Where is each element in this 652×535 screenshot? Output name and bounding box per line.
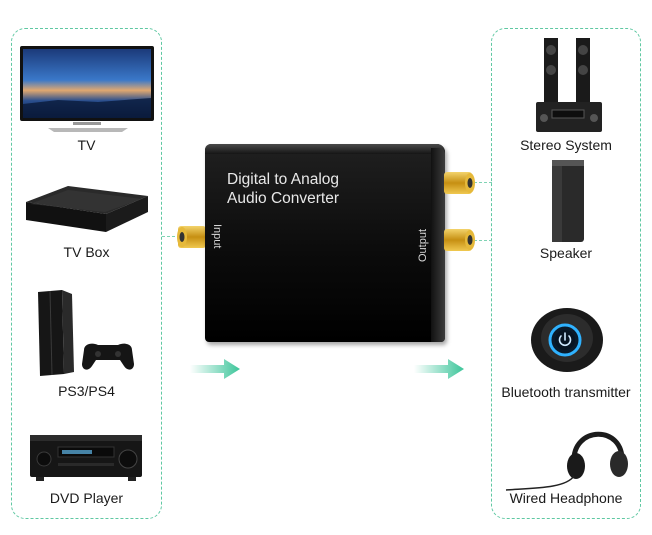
output-label-stereo-system: Stereo System (520, 137, 612, 153)
output-label-wired-headphone: Wired Headphone (509, 490, 623, 506)
output-flow-arrow-icon (414, 359, 464, 379)
game-console-icon (38, 290, 134, 376)
stereo-system-icon (536, 38, 602, 132)
output-connector-line-bottom (474, 240, 492, 241)
tv-icon (20, 46, 154, 132)
input-flow-arrow-icon (190, 359, 240, 379)
source-label-tv-box: TV Box (63, 244, 110, 260)
output-label-bluetooth-transmitter: Bluetooth transmitter (501, 384, 631, 400)
input-rca-jack-icon (177, 226, 206, 248)
output-devices-panel (491, 28, 641, 519)
output-label-speaker: Speaker (539, 245, 593, 261)
speaker-icon (552, 160, 584, 242)
output-rca-jack-bottom-icon (444, 229, 475, 251)
tv-box-icon (26, 186, 148, 232)
output-rca-jack-top-icon (444, 172, 475, 194)
converter-title-line-1: Digital to Analog (227, 171, 340, 188)
input-connector-line (162, 236, 180, 237)
output-connector-line-top (474, 182, 492, 183)
output-port-label: Output (417, 228, 429, 262)
converter-box: Digital to Analog Audio Converter Input … (205, 144, 450, 344)
input-port-label: Input (211, 224, 223, 249)
source-label-dvd-player: DVD Player (49, 490, 124, 506)
source-devices-panel (11, 28, 162, 519)
source-label-tv: TV (77, 137, 96, 153)
converter-top-edge (205, 144, 445, 154)
converter-title-line-2: Audio Converter (227, 190, 340, 207)
source-label-ps: PS3/PS4 (58, 383, 115, 399)
converter-side-edge (431, 148, 445, 342)
converter-title: Digital to Analog Audio Converter (227, 170, 407, 208)
converter-face (205, 144, 445, 342)
dvd-player-icon (30, 435, 142, 481)
headphone-icon (505, 431, 628, 491)
bluetooth-transmitter-icon (531, 308, 603, 372)
